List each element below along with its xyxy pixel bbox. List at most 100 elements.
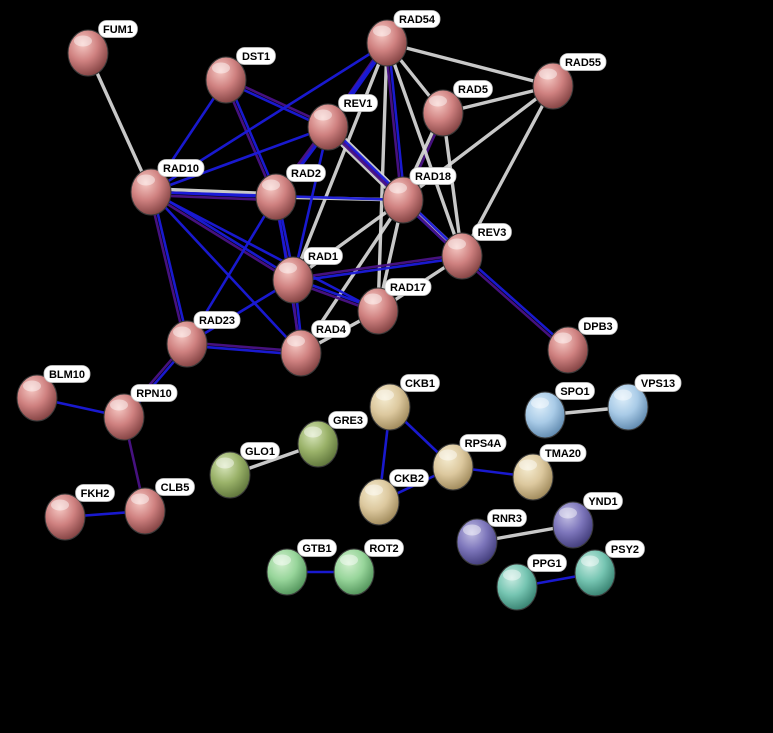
edge-rad54-rad55 xyxy=(385,41,555,88)
sphere-highlight xyxy=(364,293,382,305)
protein-sphere[interactable] xyxy=(67,29,109,77)
protein-sphere[interactable] xyxy=(280,329,322,377)
protein-sphere[interactable] xyxy=(432,443,474,491)
protein-sphere[interactable] xyxy=(209,451,251,499)
protein-sphere[interactable] xyxy=(441,232,483,280)
node-rad17[interactable] xyxy=(357,287,399,335)
node-ckb2[interactable] xyxy=(358,478,400,526)
node-label-rad1: RAD1 xyxy=(308,251,338,263)
node-rps4a[interactable] xyxy=(432,443,474,491)
protein-sphere[interactable] xyxy=(255,173,297,221)
protein-sphere[interactable] xyxy=(496,563,538,611)
node-vps13[interactable] xyxy=(607,383,649,431)
node-label-box-spo1 xyxy=(555,382,595,400)
node-label-box-rad55 xyxy=(559,53,607,71)
sphere-highlight xyxy=(463,524,481,536)
node-gre3[interactable] xyxy=(297,420,339,468)
node-fkh2[interactable] xyxy=(44,493,86,541)
node-label-box-rev1 xyxy=(338,94,378,112)
protein-sphere[interactable] xyxy=(124,487,166,535)
node-label-blm10: BLM10 xyxy=(49,369,85,381)
node-label-rad23: RAD23 xyxy=(199,315,235,327)
protein-sphere[interactable] xyxy=(547,326,589,374)
protein-sphere[interactable] xyxy=(532,62,574,110)
node-rot2[interactable] xyxy=(333,548,375,596)
node-spo1[interactable] xyxy=(524,391,566,439)
node-clb5[interactable] xyxy=(124,487,166,535)
node-label-box-rpn10 xyxy=(130,384,178,402)
node-label-box-rot2 xyxy=(364,539,404,557)
node-label-rad10: RAD10 xyxy=(163,163,199,175)
node-label-rad18: RAD18 xyxy=(415,171,451,183)
node-blm10[interactable] xyxy=(16,374,58,422)
node-label-psy2: PSY2 xyxy=(611,544,639,556)
node-rad18[interactable] xyxy=(382,176,424,224)
protein-sphere[interactable] xyxy=(16,374,58,422)
node-label-ynd1: YND1 xyxy=(588,496,617,508)
protein-sphere[interactable] xyxy=(456,518,498,566)
node-label-box-gtb1 xyxy=(297,539,337,557)
protein-sphere[interactable] xyxy=(369,383,411,431)
node-dpb3[interactable] xyxy=(547,326,589,374)
protein-sphere[interactable] xyxy=(512,453,554,501)
protein-sphere[interactable] xyxy=(358,478,400,526)
node-rad55[interactable] xyxy=(532,62,574,110)
node-rpn10[interactable] xyxy=(103,393,145,441)
protein-sphere[interactable] xyxy=(422,89,464,137)
protein-sphere[interactable] xyxy=(44,493,86,541)
node-fum1[interactable] xyxy=(67,29,109,77)
node-rad23[interactable] xyxy=(166,320,208,368)
protein-sphere[interactable] xyxy=(205,56,247,104)
protein-sphere[interactable] xyxy=(333,548,375,596)
node-tma20[interactable] xyxy=(512,453,554,501)
node-ynd1[interactable] xyxy=(552,501,594,549)
edge-rad10-rad4 xyxy=(149,190,303,355)
node-rnr3[interactable] xyxy=(456,518,498,566)
node-rad54[interactable] xyxy=(366,19,408,67)
node-rad5[interactable] xyxy=(422,89,464,137)
sphere-highlight xyxy=(539,68,557,80)
protein-sphere[interactable] xyxy=(272,256,314,304)
node-rev3[interactable] xyxy=(441,232,483,280)
protein-sphere[interactable] xyxy=(166,320,208,368)
sphere-highlight xyxy=(365,484,383,496)
protein-sphere[interactable] xyxy=(307,103,349,151)
nodes-layer xyxy=(16,19,649,611)
sphere-highlight xyxy=(373,25,391,37)
node-label-rad2: RAD2 xyxy=(291,168,321,180)
node-label-box-rps4a xyxy=(459,434,507,452)
protein-sphere[interactable] xyxy=(552,501,594,549)
protein-sphere[interactable] xyxy=(130,168,172,216)
protein-sphere[interactable] xyxy=(266,548,308,596)
protein-sphere[interactable] xyxy=(574,549,616,597)
protein-sphere[interactable] xyxy=(607,383,649,431)
node-rad10[interactable] xyxy=(130,168,172,216)
edge-rev3-rad1 xyxy=(291,256,464,283)
node-gtb1[interactable] xyxy=(266,548,308,596)
node-label-spo1: SPO1 xyxy=(560,386,589,398)
sphere-highlight xyxy=(581,555,599,567)
protein-sphere[interactable] xyxy=(524,391,566,439)
edge-rad54-rad1 xyxy=(291,41,389,282)
node-label-box-ppg1 xyxy=(527,554,567,572)
node-rad4[interactable] xyxy=(280,329,322,377)
protein-sphere[interactable] xyxy=(297,420,339,468)
node-ckb1[interactable] xyxy=(369,383,411,431)
node-label-box-vps13 xyxy=(634,374,682,392)
edge-rad10-rad2 xyxy=(149,193,278,202)
sphere-highlight xyxy=(314,109,332,121)
protein-sphere[interactable] xyxy=(382,176,424,224)
node-glo1[interactable] xyxy=(209,451,251,499)
node-rad1[interactable] xyxy=(272,256,314,304)
protein-sphere[interactable] xyxy=(366,19,408,67)
node-ppg1[interactable] xyxy=(496,563,538,611)
node-label-ckb2: CKB2 xyxy=(394,473,424,485)
protein-sphere[interactable] xyxy=(103,393,145,441)
sphere-highlight xyxy=(173,326,191,338)
edge-rad5-rev3 xyxy=(441,111,464,258)
node-rad2[interactable] xyxy=(255,173,297,221)
node-psy2[interactable] xyxy=(574,549,616,597)
node-rev1[interactable] xyxy=(307,103,349,151)
node-dst1[interactable] xyxy=(205,56,247,104)
protein-sphere[interactable] xyxy=(357,287,399,335)
